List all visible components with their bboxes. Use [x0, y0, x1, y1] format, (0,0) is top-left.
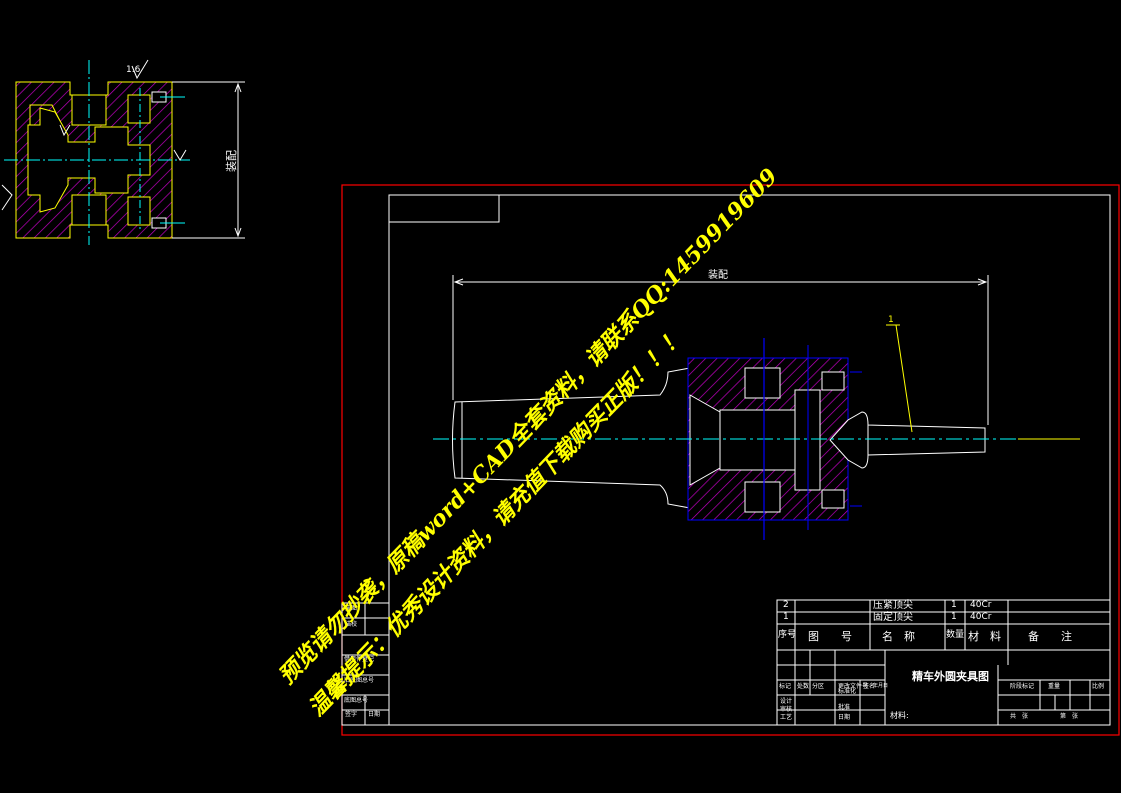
parts-header-no: 序号 [778, 630, 797, 640]
title-date: 日期 [838, 714, 851, 721]
title-sheets-total: 共 张 [1010, 713, 1029, 720]
title-left-label-6: 年月日 [873, 683, 889, 689]
title-role-review: 审核 [780, 706, 793, 713]
title-scale: 比例 [1092, 683, 1105, 690]
side-cell-6: 描图 [345, 605, 358, 612]
sheet-border-outer [341, 184, 1120, 736]
title-left-label-2: 处数 [797, 683, 810, 690]
title-left-label-5: 签名 [863, 683, 876, 690]
side-cell-5: 日期 [368, 711, 381, 718]
detail-dimension-text: 装配 [225, 150, 238, 172]
roughness-value: 1.6 [126, 65, 141, 75]
title-block-grid [776, 649, 1111, 726]
parts-row-2-material: 40Cr [970, 600, 992, 610]
title-standardization: 标准化 [838, 688, 857, 695]
material-label: 材料: [890, 711, 909, 720]
taper-shank [452, 367, 691, 509]
side-cell-4: 签字 [345, 711, 358, 718]
side-cell-1: 借用件登记 [344, 656, 375, 663]
title-weight: 重量 [1048, 683, 1061, 690]
parts-row-1-qty: 1 [951, 612, 957, 622]
parts-row-1-no: 1 [783, 612, 789, 622]
parts-row-2-qty: 1 [951, 600, 957, 610]
parts-row-1-name: 固定顶尖 [873, 612, 913, 623]
parts-row-2-no: 2 [783, 600, 789, 610]
side-record-table [341, 602, 390, 726]
drawing-title: 精车外圆夹具图 [912, 670, 989, 683]
title-role-process: 工艺 [780, 714, 793, 721]
parts-header-note: 备 注 [1028, 630, 1072, 643]
parts-list-grid [776, 599, 1111, 651]
title-sheet-no: 第 张 [1060, 713, 1079, 720]
overall-dimension-text: 装配 [708, 268, 728, 281]
roughness-symbol [131, 59, 149, 80]
title-left-label-4: 更改文件号 [838, 683, 869, 690]
side-cell-3: 底图总号 [344, 697, 369, 704]
title-role-design: 设计 [780, 698, 793, 705]
part-balloon-number: 1 [888, 315, 894, 325]
parts-header-qty: 数量 [946, 630, 965, 640]
sheet-border-inner [388, 194, 1111, 726]
drawing-number-box [388, 194, 500, 223]
title-left-label-1: 标记 [779, 683, 792, 690]
parts-header-drawing-no: 图 号 [808, 630, 852, 643]
parts-header-name: 名 称 [882, 630, 915, 643]
parts-header-material: 材 料 [968, 630, 1001, 643]
parts-row-2-name: 压紧顶尖 [873, 600, 913, 611]
press-center [829, 411, 986, 469]
title-stage: 阶段标记 [1010, 683, 1035, 690]
side-cell-7: 描校 [345, 621, 358, 628]
title-approve: 批准 [838, 704, 851, 711]
detail-section-view: 装配 1.6 [1, 59, 245, 245]
side-cell-2: 旧底图总号 [344, 677, 375, 684]
parts-row-1-material: 40Cr [970, 612, 992, 622]
title-left-label-3: 分区 [812, 683, 825, 690]
main-assembly-view: 装配 1 [433, 268, 1080, 540]
part-leader-line [895, 324, 913, 433]
